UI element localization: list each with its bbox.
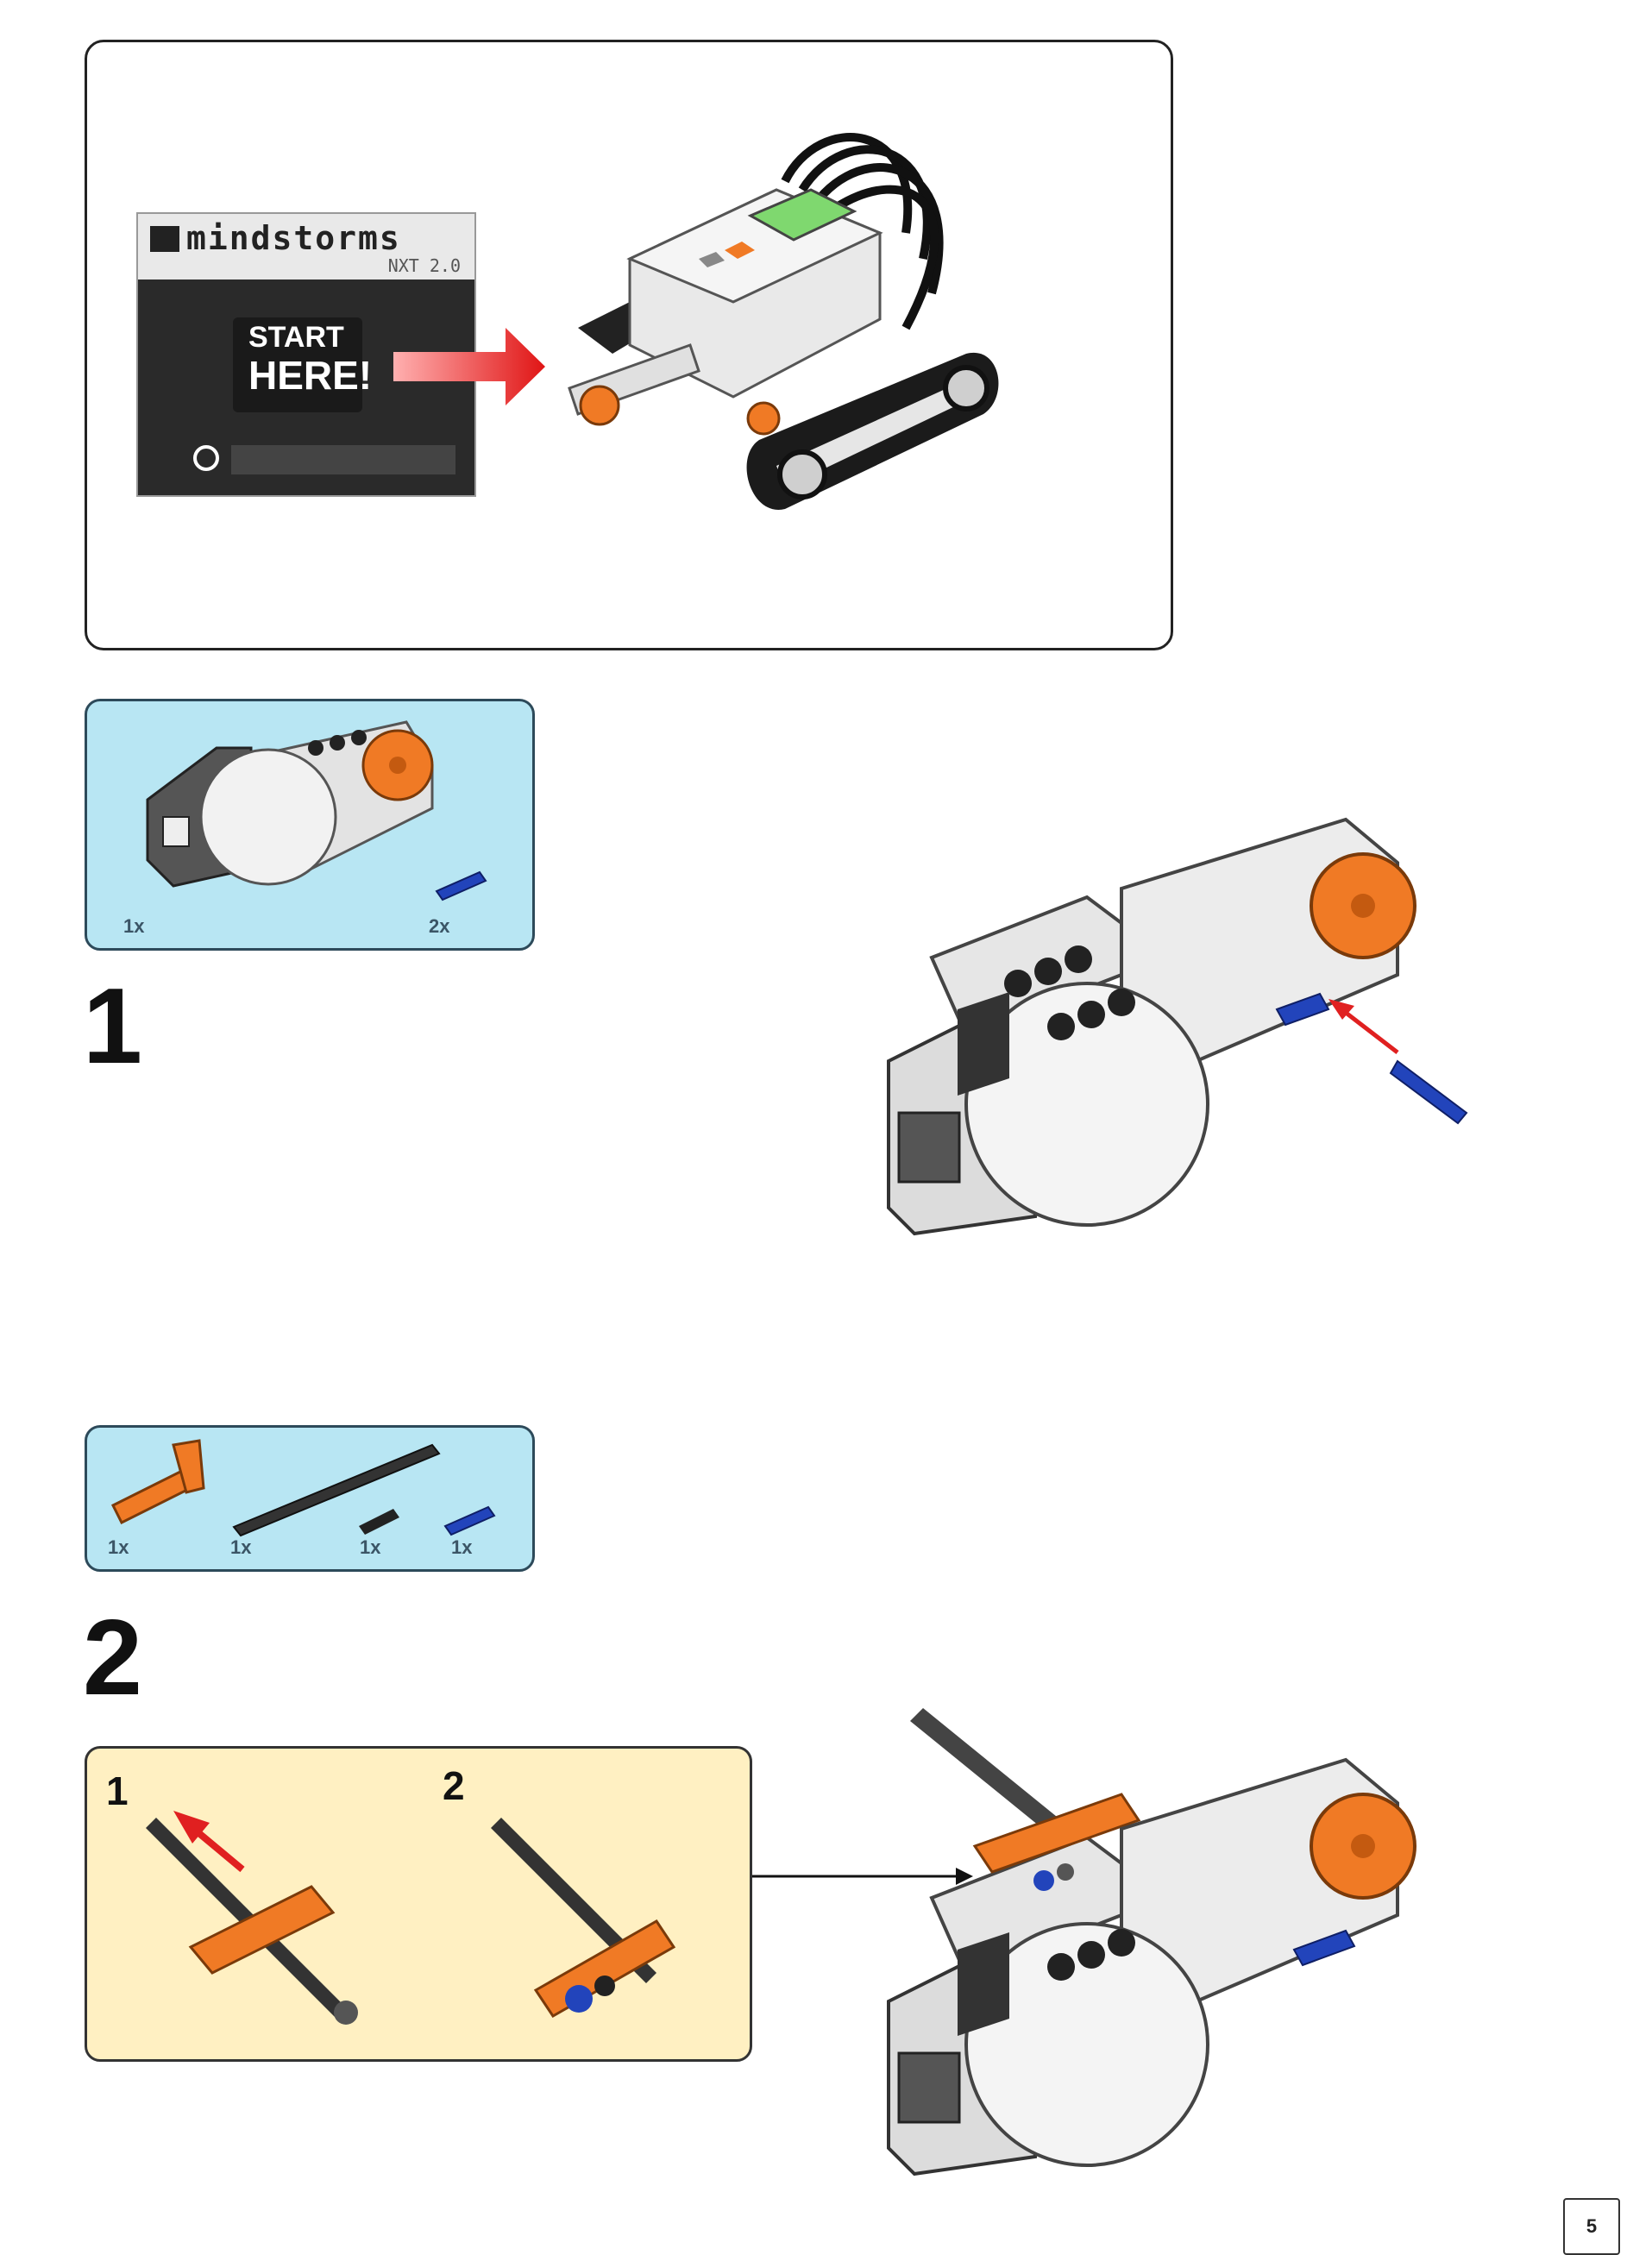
part-qty: 1x	[451, 1536, 472, 1559]
booklet-title-here: HERE!	[248, 352, 372, 399]
step-number: 1	[83, 973, 142, 1080]
step-number: 2	[83, 1605, 142, 1712]
blue-pin-icon	[432, 865, 493, 900]
substep-1-illustration	[139, 1792, 415, 2051]
part-qty: 1x	[360, 1536, 380, 1559]
part-qty: 2x	[429, 915, 449, 938]
page-number: 5	[1586, 2215, 1597, 2238]
sub-assembly-panel: 1 2	[85, 1746, 752, 2062]
part-qty: 1x	[123, 915, 144, 938]
part-qty: 1x	[230, 1536, 251, 1559]
step-2-build-illustration	[863, 1691, 1536, 2174]
substep-number: 2	[443, 1766, 465, 1806]
part-qty: 1x	[108, 1536, 129, 1559]
booklet-title-start: START	[248, 321, 344, 355]
parts-callout-step-2: 1x 1x 1x 1x	[85, 1425, 535, 1572]
substep-number: 1	[106, 1771, 129, 1811]
substep-2-illustration	[484, 1792, 743, 2051]
brand-name: mindstorms	[186, 219, 401, 257]
black-axle-icon	[225, 1436, 449, 1540]
nxt-robot-illustration	[561, 129, 1044, 561]
motor-icon	[122, 713, 467, 912]
lego-logo-icon	[150, 226, 179, 252]
black-connector-icon	[355, 1500, 406, 1535]
red-arrow-icon	[393, 328, 549, 405]
product-name: NXT 2.0	[388, 255, 461, 276]
step-1-build-illustration	[863, 802, 1536, 1251]
parts-callout-step-1: 1x 2x	[85, 699, 535, 951]
orange-beam-icon	[104, 1436, 225, 1531]
booklet-circle-icon	[193, 445, 219, 471]
page-number-box: 5	[1563, 2198, 1620, 2255]
blue-pin-icon	[441, 1500, 501, 1535]
